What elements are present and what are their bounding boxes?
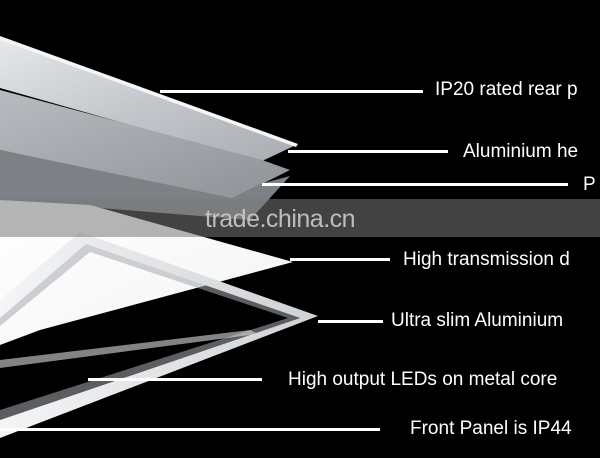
frame-outer bbox=[0, 232, 318, 438]
leader-pcb bbox=[262, 183, 568, 186]
leader-rear-panel bbox=[160, 90, 423, 93]
callout-leds: High output LEDs on metal core bbox=[288, 369, 558, 390]
callout-heat-sink: Aluminium he bbox=[463, 141, 579, 162]
heat-sink-layer bbox=[0, 90, 290, 200]
frame-inner-shade bbox=[0, 244, 300, 420]
led-strip bbox=[0, 330, 258, 368]
callout-pcb: P bbox=[583, 174, 596, 195]
leader-leds bbox=[88, 378, 262, 381]
callout-diffuser: High transmission d bbox=[403, 249, 570, 270]
watermark-band bbox=[0, 199, 600, 237]
leader-frame bbox=[318, 320, 383, 323]
rear-panel-edge bbox=[0, 36, 298, 147]
leader-front-panel bbox=[0, 428, 380, 431]
callout-frame: Ultra slim Aluminium bbox=[391, 310, 564, 331]
callout-rear-panel: IP20 rated rear p bbox=[435, 79, 578, 100]
callout-front-panel: Front Panel is IP44 bbox=[410, 418, 572, 439]
leader-heat-sink bbox=[288, 150, 448, 153]
leader-diffuser bbox=[290, 258, 390, 261]
rear-panel-layer bbox=[0, 38, 296, 162]
watermark-text: trade.china.cn bbox=[205, 205, 356, 233]
